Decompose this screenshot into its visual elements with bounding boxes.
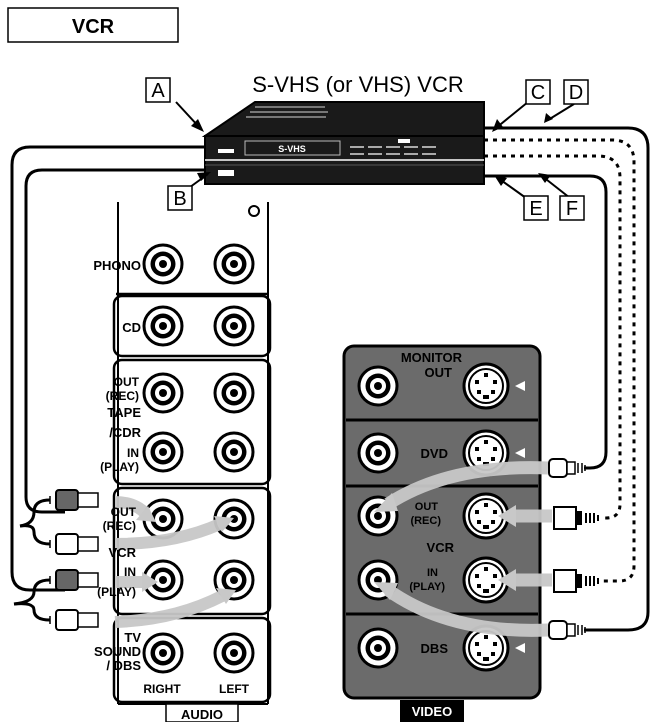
dbs-video-jack [357, 627, 399, 669]
audio-plug-in-red [49, 569, 99, 591]
callout-f: F [566, 198, 578, 220]
cable-d [484, 126, 650, 632]
tv-right-jack [142, 632, 184, 674]
callout-e-box [523, 195, 549, 221]
label-tape-name-1: TAPE [107, 405, 141, 420]
cable-a-split-top [13, 578, 51, 606]
cable-b-split-bottom [19, 524, 51, 546]
label-video-vcr-in-1: IN [427, 567, 438, 579]
label-right: RIGHT [143, 682, 181, 696]
video-footer-label: VIDEO [412, 704, 452, 719]
audio-footer-box [165, 703, 239, 722]
vcr-front-badge: S-VHS [278, 144, 306, 154]
label-tape-in-2: (PLAY) [100, 460, 139, 474]
video-footer-box [400, 700, 464, 722]
vcr-vent [246, 106, 328, 118]
callout-a-box [145, 77, 171, 103]
arrow-dbs-to-vcr-in [384, 584, 549, 637]
label-left: LEFT [219, 682, 250, 696]
ground-screw [248, 205, 260, 217]
footer-labels: RIGHT LEFT AUDIO VIDEO [143, 682, 464, 722]
audio-plug-out-red [49, 489, 99, 511]
video-arrowheads [374, 493, 516, 600]
tape-out-right-jack [142, 372, 184, 414]
callout-b-box [167, 185, 193, 211]
label-video-vcr-in-2: (PLAY) [409, 581, 445, 593]
cable-a-split-bottom [13, 602, 51, 622]
vcr-display [350, 146, 436, 155]
arrow-dvd-to-vcr-out [384, 461, 549, 510]
label-video-vcr-out-1: OUT [415, 501, 439, 513]
cables [10, 126, 650, 632]
cd-right-jack [142, 305, 184, 347]
label-tape-out-2: (REC) [106, 389, 139, 403]
label-monitor-2: OUT [425, 365, 453, 380]
label-vcr-in-1: IN [124, 565, 136, 579]
cd-left-jack [213, 305, 255, 347]
callout-c: C [531, 82, 545, 104]
audio-plug-out-white [49, 533, 99, 555]
callout-d: D [569, 82, 583, 104]
dvd-video-jack [357, 432, 399, 474]
svideo-plug-f [553, 506, 599, 530]
arrow-audio-in-l [114, 590, 225, 628]
callout-c-box [525, 79, 551, 105]
cable-c-svideo [484, 138, 636, 583]
label-tape-name-2: /CDR [109, 425, 141, 440]
video-plug-d [548, 620, 586, 640]
cable-b [24, 168, 205, 514]
video-flow-arrows [384, 461, 552, 637]
label-vcr-out-1: OUT [111, 505, 137, 519]
callout-f-box [559, 195, 585, 221]
cable-b-split-top [19, 498, 51, 528]
audio-plugs [13, 489, 99, 631]
callout-e: E [529, 198, 542, 220]
label-phono: PHONO [93, 258, 141, 273]
arrow-audio-out-l [114, 518, 223, 550]
label-tv-2: SOUND [94, 644, 141, 659]
cable-a [10, 145, 205, 592]
vcr-title: S-VHS (or VHS) VCR [252, 72, 463, 97]
label-dvd: DVD [421, 446, 448, 461]
tape-in-left-jack [213, 431, 255, 473]
label-dbs: DBS [421, 641, 449, 656]
label-tape-out-1: OUT [114, 375, 140, 389]
video-plugs [548, 458, 599, 640]
tv-left-jack [213, 632, 255, 674]
video-plug-e [548, 458, 586, 478]
audio-flow-arrows [114, 496, 225, 628]
dotted-cables [484, 138, 636, 583]
label-vcr-in-2: (PLAY) [97, 585, 136, 599]
label-monitor-1: MONITOR [401, 350, 463, 365]
label-cd: CD [122, 320, 141, 335]
callout-d-box [563, 79, 589, 105]
audio-plug-in-white [49, 609, 99, 631]
tape-out-left-jack [213, 372, 255, 414]
audio-arrowheads [136, 506, 236, 604]
label-tv-3: / DBS [106, 658, 141, 673]
callout-b: B [173, 188, 186, 210]
phono-left-jack [213, 243, 255, 285]
section-header: VCR [7, 7, 179, 43]
header-box [7, 7, 179, 43]
vcr-unit: S-VHS [201, 101, 485, 185]
svideo-plug-c [553, 569, 599, 593]
tape-in-right-jack [142, 431, 184, 473]
phono-right-jack [142, 243, 184, 285]
label-vcr-out-2: (REC) [103, 519, 136, 533]
label-tv-1: TV [124, 630, 141, 645]
label-tape-in-1: IN [127, 446, 139, 460]
header-title: VCR [72, 16, 115, 38]
label-video-vcr-name: VCR [427, 540, 455, 555]
audio-panel: PHONO CD OUT (REC) TAPE /CDR IN (PLAY) T… [93, 202, 272, 705]
monitor-out-video-jack [357, 365, 399, 407]
label-vcr-name: VCR [109, 545, 137, 560]
callout-a: A [151, 80, 165, 102]
callouts: A B C D E F [145, 77, 589, 221]
audio-footer-label: AUDIO [181, 707, 223, 722]
monitor-out-svideo-jack [462, 362, 510, 410]
label-video-vcr-out-2: (REC) [410, 515, 441, 527]
cable-e [484, 174, 608, 470]
